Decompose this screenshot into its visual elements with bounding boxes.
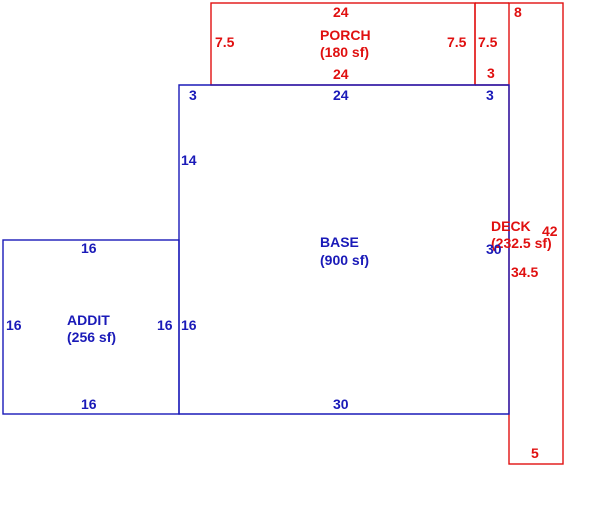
- dim-base-top-right: 3: [486, 87, 494, 103]
- dim-base-top: 24: [333, 87, 349, 103]
- base-name: BASE: [320, 234, 359, 250]
- dim-addit-right: 16: [157, 317, 173, 333]
- dim-base-left-lower: 16: [181, 317, 197, 333]
- dim-deck-small: 3: [487, 65, 495, 81]
- dim-deck-bottom: 5: [531, 445, 539, 461]
- dim-porch-top: 24: [333, 4, 349, 20]
- dim-deck-left-upper: 7.5: [478, 34, 498, 50]
- base-area: (900 sf): [320, 252, 369, 268]
- dim-porch-right: 7.5: [447, 34, 467, 50]
- dim-addit-left: 16: [6, 317, 22, 333]
- dim-deck-right: 42: [542, 223, 558, 239]
- deck-area: (232.5 sf): [491, 235, 552, 251]
- addit-area: (256 sf): [67, 329, 116, 345]
- porch-name: PORCH: [320, 27, 371, 43]
- dim-addit-bottom: 16: [81, 396, 97, 412]
- dim-base-right: 30: [486, 241, 502, 257]
- dim-deck-top: 8: [514, 4, 522, 20]
- addit-name: ADDIT: [67, 312, 110, 328]
- dim-deck-left: 34.5: [511, 264, 538, 280]
- dim-base-bottom: 30: [333, 396, 349, 412]
- dim-porch-left: 7.5: [215, 34, 235, 50]
- dim-base-left-upper: 14: [181, 152, 197, 168]
- deck-name: DECK: [491, 218, 531, 234]
- dim-base-top-left: 3: [189, 87, 197, 103]
- addit-outline[interactable]: [2, 239, 180, 415]
- porch-area: (180 sf): [320, 44, 369, 60]
- dim-porch-bottom: 24: [333, 66, 349, 82]
- dim-addit-top: 16: [81, 240, 97, 256]
